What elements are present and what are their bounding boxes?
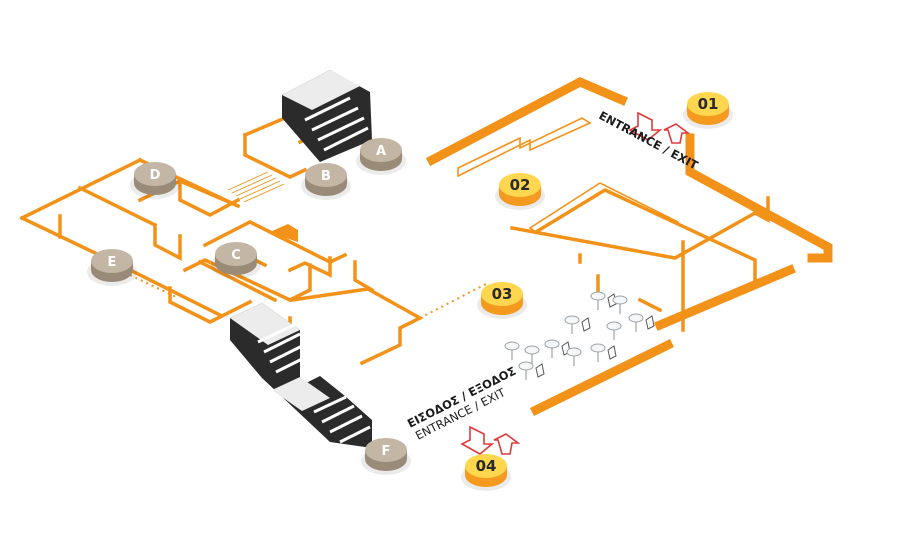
table-icon <box>544 339 560 358</box>
marker-b[interactable]: B <box>301 163 351 200</box>
stairs-top <box>282 70 372 162</box>
marker-top <box>134 162 176 186</box>
marker-c-label: C <box>231 248 241 263</box>
table-icon <box>518 361 534 380</box>
chair-icon <box>535 363 545 378</box>
marker-a-label: A <box>376 144 386 159</box>
marker-d-label: D <box>150 168 161 183</box>
chair-icon <box>645 315 655 330</box>
marker-03[interactable]: 03 <box>477 282 527 319</box>
marker-e-label: E <box>108 255 117 270</box>
marker-top <box>499 173 541 197</box>
marker-top <box>365 438 407 462</box>
arrow-up-icon <box>493 433 521 455</box>
table-icon <box>566 347 582 366</box>
right-building-walls <box>425 77 833 417</box>
entrance-top-arrows <box>628 111 691 144</box>
chair-icon <box>581 317 591 332</box>
marker-04-label: 04 <box>476 457 497 475</box>
table-icon <box>524 345 540 364</box>
marker-top <box>91 249 133 273</box>
table-icon <box>564 315 580 334</box>
marker-f[interactable]: F <box>361 438 411 475</box>
marker-d[interactable]: D <box>130 162 180 199</box>
table-icon <box>590 343 606 362</box>
table-icon <box>590 291 606 310</box>
marker-04[interactable]: 04 <box>461 454 511 491</box>
chair-icon <box>607 345 617 360</box>
corridor-hatch <box>227 171 285 203</box>
seating-area <box>504 291 655 380</box>
dotted-paths <box>129 274 489 319</box>
marker-top <box>465 454 507 478</box>
wall-fragment <box>270 224 298 242</box>
marker-top <box>215 242 257 266</box>
stairs-bottom <box>230 303 372 448</box>
arrow-down-icon <box>460 425 495 455</box>
table-icon <box>606 321 622 340</box>
table-icon <box>504 341 520 360</box>
marker-01[interactable]: 01 <box>683 92 733 129</box>
marker-01-label: 01 <box>698 95 719 113</box>
arrow-up-icon <box>663 123 691 144</box>
marker-e[interactable]: E <box>87 249 137 286</box>
table-icon <box>628 313 644 332</box>
arrow-down-icon <box>628 111 663 141</box>
entrance-bottom-arrows <box>460 425 521 455</box>
marker-03-label: 03 <box>492 285 513 303</box>
marker-top <box>305 163 347 187</box>
marker-c[interactable]: C <box>211 242 261 279</box>
marker-a[interactable]: A <box>356 138 406 175</box>
marker-b-label: B <box>321 169 331 184</box>
markers: 01 02 03 04 A B C D E F <box>87 92 733 491</box>
marker-top <box>360 138 402 162</box>
table-icon <box>612 295 628 314</box>
marker-top <box>481 282 523 306</box>
chair-icon <box>607 293 617 308</box>
marker-top <box>687 92 729 116</box>
marker-02[interactable]: 02 <box>495 173 545 210</box>
marker-02-label: 02 <box>510 176 531 194</box>
marker-f-label: F <box>382 444 391 459</box>
